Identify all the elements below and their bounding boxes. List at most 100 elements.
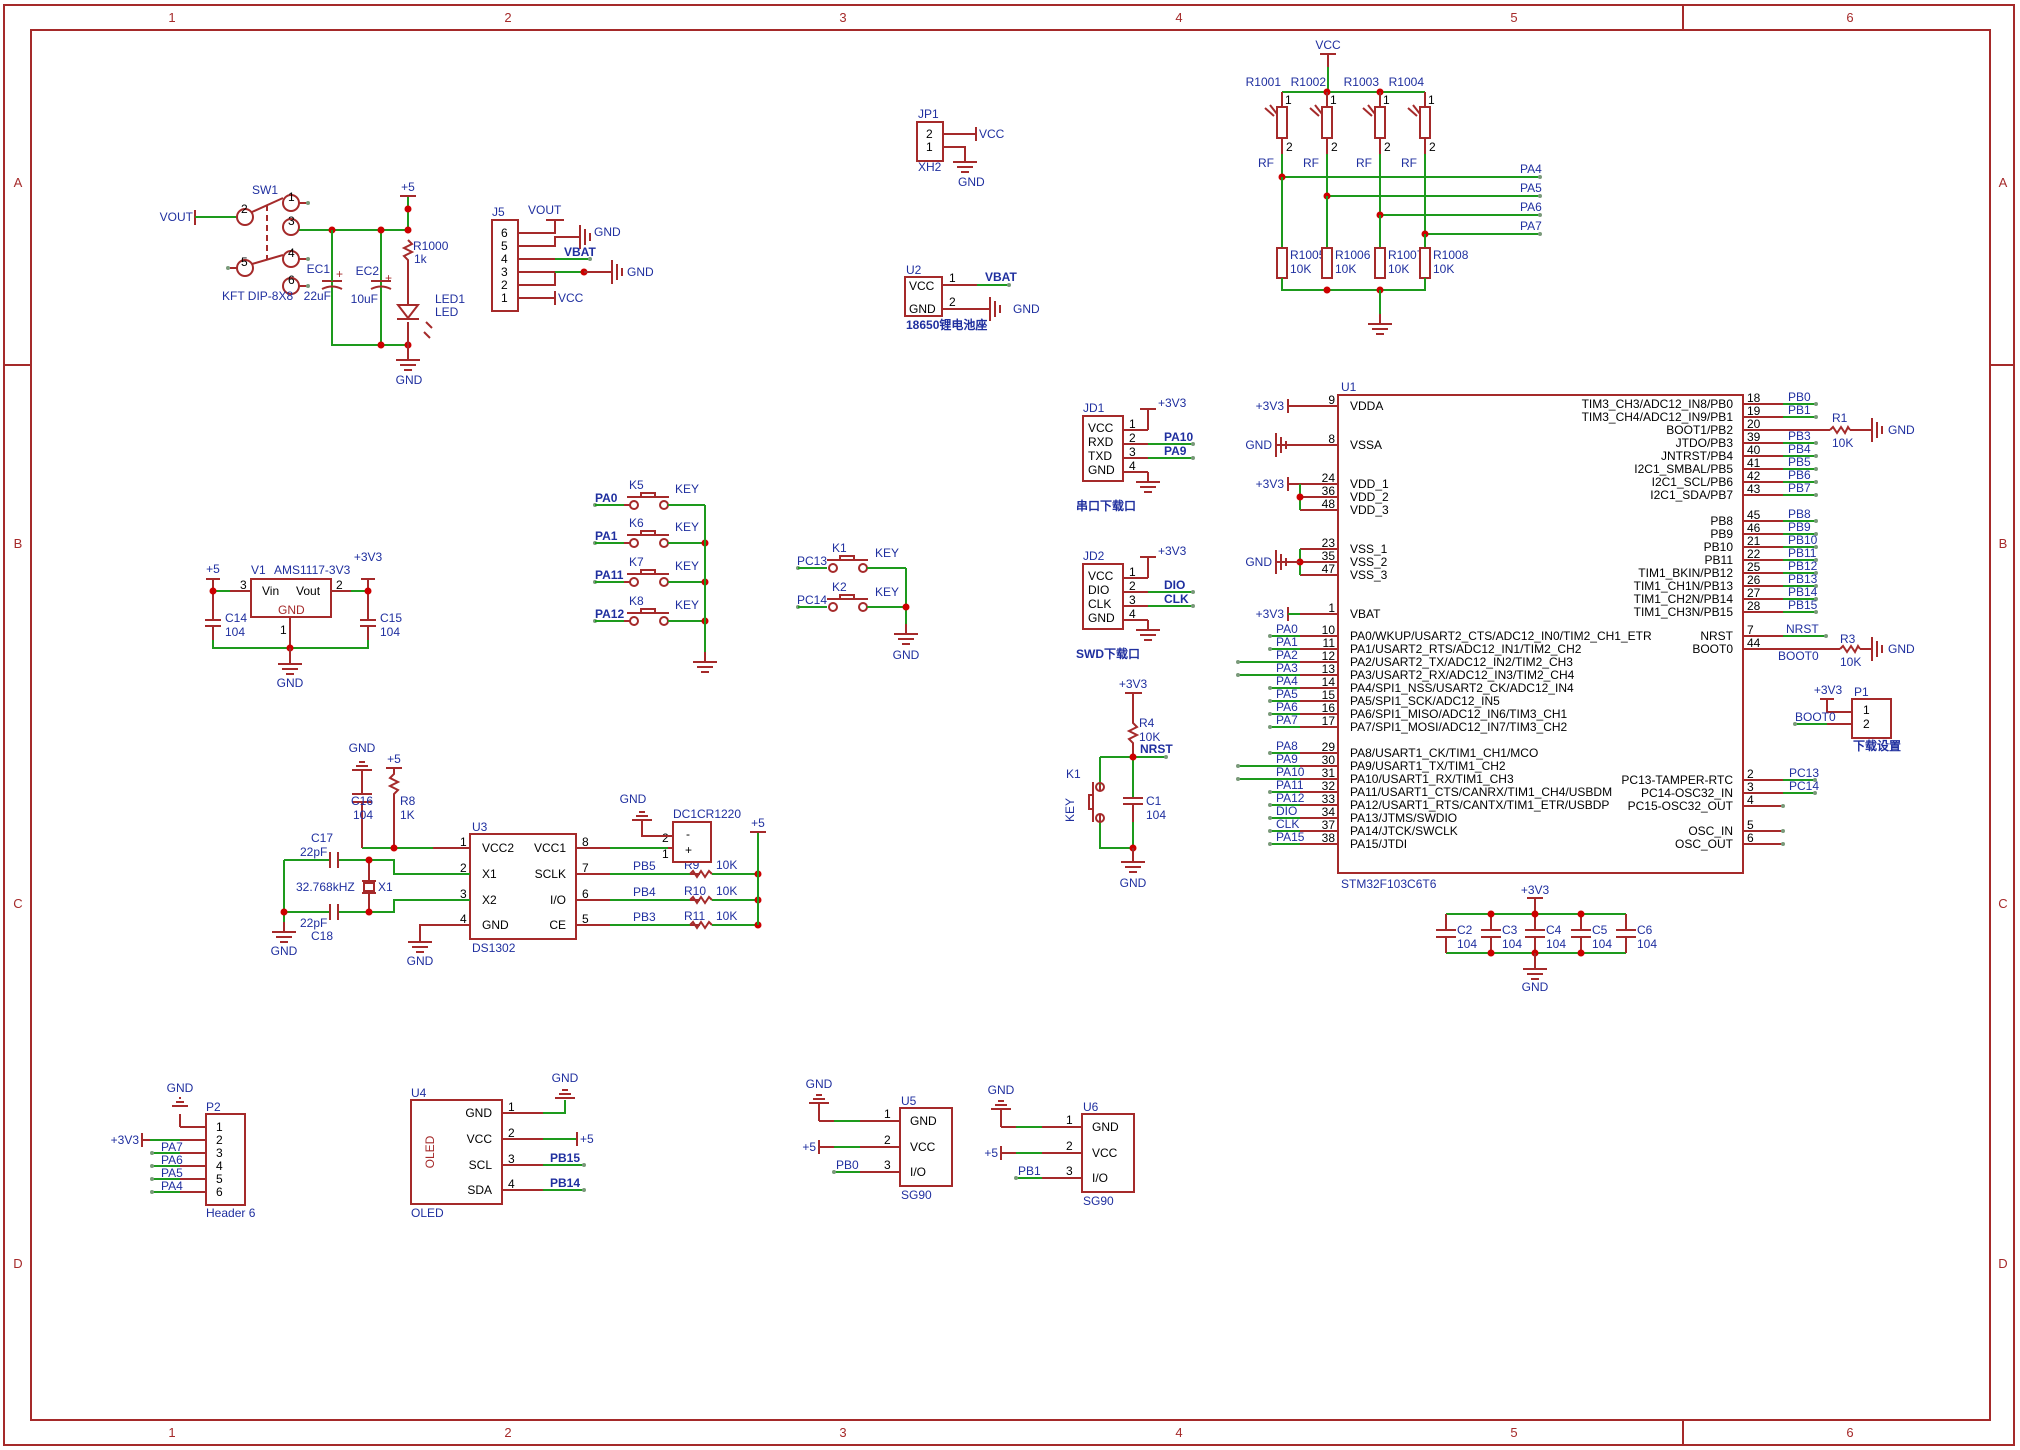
net-end (832, 1170, 836, 1174)
key-value: KEY (875, 546, 899, 560)
u1-pin-num: 5 (1747, 818, 1754, 832)
u3-gnd-label: GND (349, 741, 376, 755)
ldr-top-ref: R1001 (1246, 75, 1282, 89)
ldr-pin-num: 2 (1286, 140, 1293, 154)
net-end (1268, 816, 1272, 820)
v1-part: AMS1117-3V3 (274, 563, 351, 577)
resistor-icon (689, 869, 713, 879)
u1-pin-num: 15 (1322, 688, 1336, 702)
p1-pin: 1 (1863, 703, 1870, 717)
ldr-vcc-label: VCC (1315, 38, 1341, 52)
column-label: 1 (168, 10, 175, 25)
crystal-icon (363, 882, 375, 892)
column-label: 5 (1510, 10, 1517, 25)
net-end (1814, 441, 1818, 445)
light-arrows-icon (1407, 104, 1421, 117)
wire (543, 1164, 584, 1191)
u1-pin-name: PA11/USART1_CTS/CANRX/TIM1_CH4/USBDM (1350, 785, 1612, 799)
ldr-value: RF (1258, 156, 1274, 170)
net-end (1814, 584, 1818, 588)
jd2-net-label: DIO (1164, 578, 1185, 592)
ground-icon (407, 931, 433, 953)
net-end (1781, 829, 1785, 833)
p1-title: 下载设置 (1853, 738, 1901, 753)
reset-pushbutton-icon (1088, 782, 1094, 822)
photoresistor-body (1321, 106, 1333, 139)
u4-pin-name: SCL (469, 1158, 493, 1172)
ldr-bottom-ref: R1007 (1388, 248, 1424, 262)
net-end (306, 201, 310, 205)
p1-ref: P1 (1854, 685, 1869, 699)
keys-gnd-label: GND (893, 648, 920, 662)
u1-net-label: PB4 (1788, 442, 1811, 456)
v1-pin-vout: Vout (296, 584, 321, 598)
u2-pin-vcc: VCC (909, 279, 935, 293)
wire (1016, 1126, 1042, 1179)
ldr-bottom-value: 10K (1290, 262, 1311, 276)
u2-body (904, 276, 943, 317)
ldr-bottom-value: 10K (1335, 262, 1356, 276)
capacitor-icon (1571, 929, 1591, 938)
u3-body (469, 833, 577, 940)
net-end (1813, 791, 1817, 795)
c18-value: 22pF (300, 916, 327, 930)
resistor-body (1374, 247, 1386, 279)
key-contact (858, 563, 868, 573)
junction-dot (1129, 753, 1137, 761)
u1-pin-num: 17 (1322, 714, 1336, 728)
row-label: A (1999, 175, 2008, 190)
u1-pin-name: VDDA (1350, 399, 1383, 413)
p2-pin-num: 2 (216, 1133, 223, 1147)
u6-pin-name: GND (1092, 1120, 1119, 1134)
junction-dot (364, 587, 372, 595)
u1-pin-num: 27 (1747, 586, 1761, 600)
v1-pin-num: 2 (336, 578, 343, 592)
c17-value: 22pF (300, 845, 327, 859)
net-end (1814, 558, 1818, 562)
u3-gnd-label: GND (407, 954, 434, 968)
u3-pin-name: X1 (482, 867, 497, 881)
u1-net-label: PA4 (1276, 674, 1298, 688)
c14-ref: C14 (225, 611, 247, 625)
jd2-pin-num: 2 (1129, 579, 1136, 593)
jd1-pin-num: 3 (1129, 445, 1136, 459)
u1-pin-name: VDD_1 (1350, 477, 1389, 491)
u3-pin-name: CE (549, 918, 566, 932)
key-contact (659, 577, 669, 587)
u4-gnd-label: GND (552, 1071, 579, 1085)
ldr-value: RF (1303, 156, 1319, 170)
light-arrows-icon (1362, 104, 1376, 117)
p2-pin-num: 3 (216, 1146, 223, 1160)
u6-part: SG90 (1083, 1194, 1114, 1208)
u3-pin-num: 3 (460, 887, 467, 901)
capacitor-icon (352, 793, 372, 803)
junction-dot (1487, 949, 1495, 957)
u5-gnd-label: GND (806, 1077, 833, 1091)
jp1-vcc-label: VCC (979, 127, 1005, 141)
net-end (1268, 842, 1272, 846)
r1-gnd-label: GND (1888, 423, 1915, 437)
p2-net-label: PA7 (161, 1140, 183, 1154)
u1-pin-num: 7 (1747, 623, 1754, 637)
u1-pin-num: 4 (1747, 793, 1754, 807)
u5-part: SG90 (901, 1188, 932, 1202)
p2-pin-num: 1 (216, 1120, 223, 1134)
v1-pin-num: 1 (280, 623, 287, 637)
u3-pin-num: 2 (460, 861, 467, 875)
ground-icon (692, 651, 718, 673)
u1-pin-num: 45 (1747, 508, 1761, 522)
u2-ref: U2 (906, 263, 922, 277)
v1-pin-num: 3 (240, 578, 247, 592)
u1-net-label: PB9 (1788, 520, 1811, 534)
u1-pin-name: I2C1_SMBAL/PB5 (1634, 462, 1733, 476)
ground-icon (1871, 636, 1883, 662)
j5-ref: J5 (492, 205, 505, 219)
net-end (226, 266, 230, 270)
u3-pin-name: X2 (482, 893, 497, 907)
photoresistor-body (1419, 106, 1431, 139)
r4-ref: R4 (1139, 716, 1155, 730)
u1-pin-num: 40 (1747, 443, 1761, 457)
